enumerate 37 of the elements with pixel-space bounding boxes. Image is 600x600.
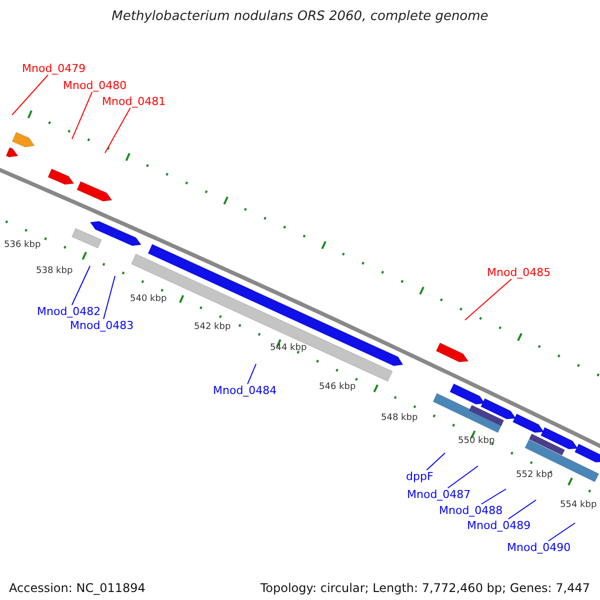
leader-line [426,452,446,470]
gene-label: Mnod_0487 [407,488,471,501]
leader-line [548,522,576,542]
gene-label: Mnod_0484 [213,384,277,397]
gene-label: Mnod_0489 [467,519,531,532]
leader-line [508,500,536,520]
genome-info-text: Accession: NC_011894 [9,581,146,595]
gene-label: Mnod_0482 [37,305,101,318]
gene-label: Mnod_0490 [507,541,571,554]
leader-line [12,74,48,116]
scale-label: 540 kbp [130,294,167,305]
gene-label: Mnod_0480 [63,79,127,92]
gene-label: Mnod_0488 [439,504,503,517]
scale-label: 546 kbp [319,382,356,393]
scale-label: 552 kbp [516,470,553,481]
scale-label: 548 kbp [381,413,418,424]
leader-line [72,92,93,140]
scale-label: 542 kbp [194,322,231,333]
scale-label: 536 kbp [4,240,41,251]
leader-line [447,466,478,488]
leader-line [71,266,90,306]
scale-label: 538 kbp [36,266,73,277]
gene-label: dppF [406,470,434,483]
gene-label: Mnod_0479 [22,62,86,75]
gene-label: Mnod_0485 [487,266,551,279]
scale-label: 544 kbp [270,343,307,354]
diagram-title: Methylobacterium nodulans ORS 2060, complete genome [110,9,490,24]
leader-line [481,488,506,504]
leader-line [247,364,256,384]
genome-info-text: Topology: circular; Length: 7,772,460 bp; Genes: 7,447 [260,581,590,595]
scale-label: 550 kbp [458,436,495,447]
gene-label: Mnod_0483 [70,319,134,332]
gene-label: Mnod_0481 [102,95,166,108]
scale-label: 554 kbp [560,500,597,511]
leader-line [103,276,116,320]
leader-line [104,108,131,154]
leader-line [464,278,512,320]
